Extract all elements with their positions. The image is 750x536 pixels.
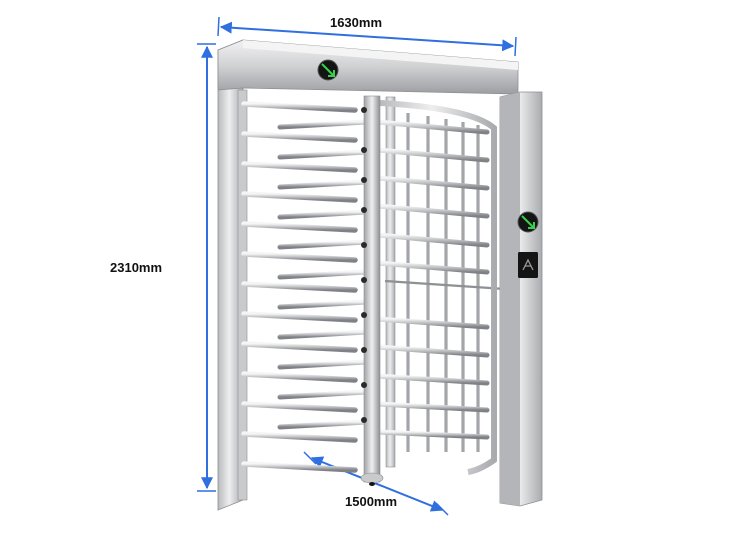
top-indicator-panel — [317, 59, 339, 81]
rotor-central-post — [363, 95, 381, 483]
rotor-arms — [277, 119, 369, 430]
left-fixed-bars — [241, 101, 358, 473]
height-dimension-label: 2310mm — [110, 260, 162, 275]
width-dimension-label: 1630mm — [330, 15, 382, 30]
pillar-indicator-panel — [517, 211, 539, 233]
depth-dimension-label: 1500mm — [345, 494, 397, 509]
card-reader — [518, 252, 538, 278]
width-dimension-line — [219, 21, 515, 52]
right-cage-horizontal-bars — [375, 119, 490, 440]
height-dimension: 2310mm — [110, 43, 216, 492]
turnstile-body — [217, 39, 543, 511]
width-dimension: 1630mm — [217, 15, 517, 57]
card-reader-icon — [522, 258, 534, 271]
right-gate-curved-frame — [379, 100, 497, 475]
